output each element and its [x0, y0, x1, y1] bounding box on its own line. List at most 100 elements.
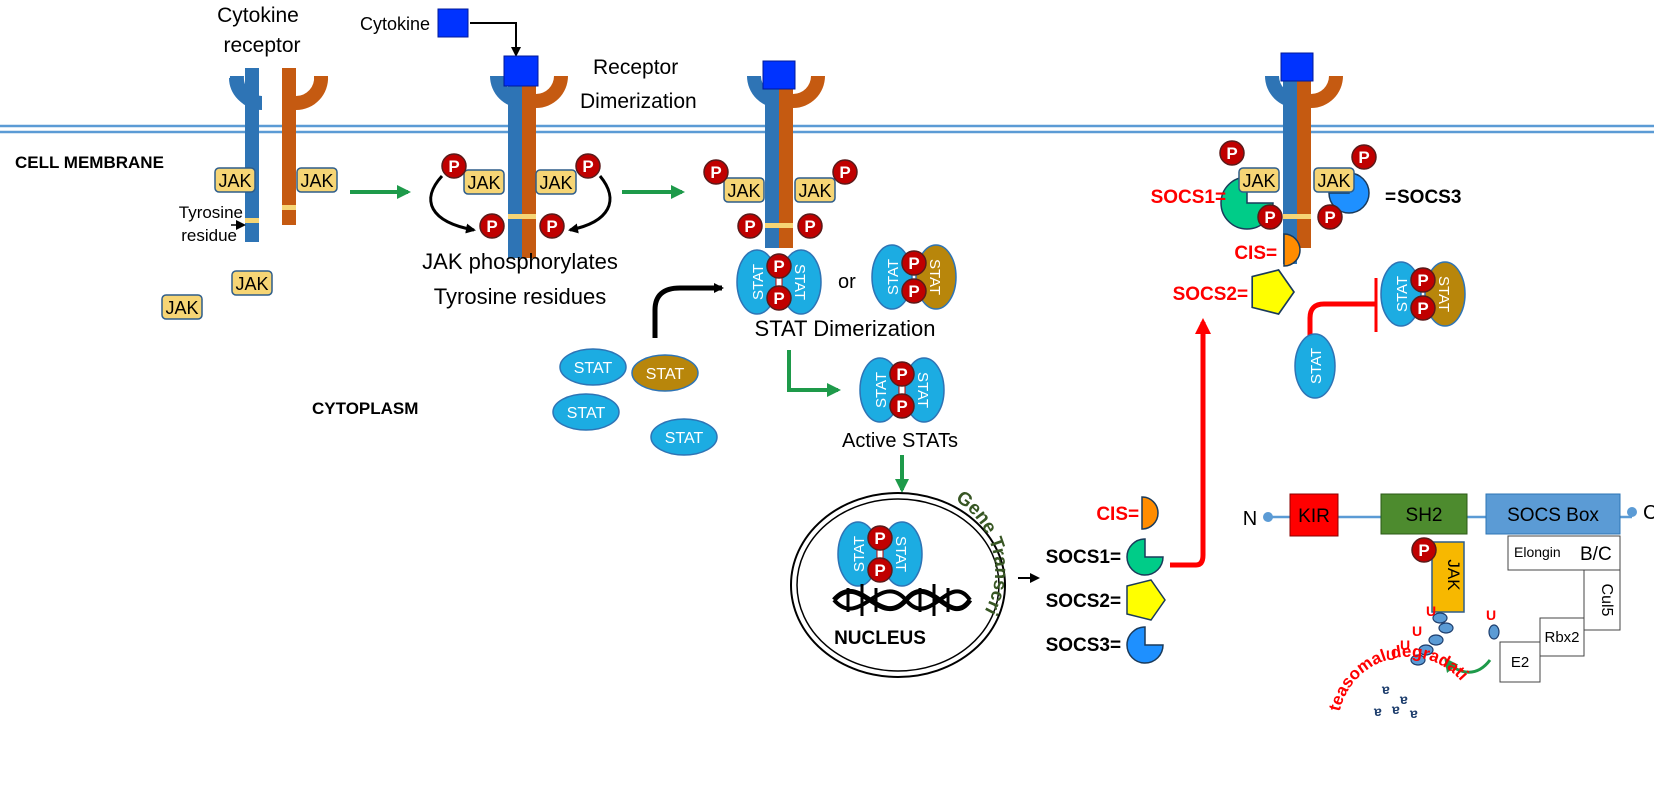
- socs3-shape-icon: [1328, 172, 1370, 214]
- ubiquitin-tag-icons: U U U U U: [1386, 603, 1496, 663]
- rbx2-box: Rbx2: [1539, 617, 1585, 657]
- svg-text:=: =: [1215, 187, 1226, 208]
- jak-icon: [1238, 167, 1280, 193]
- socs2-shape-icon: [1251, 269, 1296, 315]
- cytokine-receptor-label-2: receptor: [223, 34, 300, 57]
- phosphate-icon: [797, 213, 823, 239]
- dimerization-arrow: [652, 283, 724, 338]
- phosphorylation-arrow-left: [429, 174, 476, 234]
- svg-text:=: =: [1237, 284, 1248, 305]
- e2-box: E2: [1499, 641, 1541, 683]
- cytokine-binding-arrow: [470, 22, 521, 57]
- svg-text:U: U: [1400, 637, 1410, 653]
- dna-helix-icon: [832, 584, 973, 616]
- receptor-dimerization-label-2: Dimerization: [580, 90, 697, 113]
- elongin-box: Elongin B/C: [1507, 535, 1621, 571]
- socs1-label: SOCS1: [1046, 547, 1111, 568]
- phosphate-icon: [703, 159, 729, 185]
- svg-text:E2: E2: [1511, 654, 1529, 671]
- phosphate-icon: [1219, 140, 1245, 166]
- svg-text:ɐ: ɐ: [1409, 705, 1418, 721]
- stat-icon: [552, 393, 620, 431]
- svg-text:ɐ: ɐ: [1391, 701, 1400, 717]
- sh2-domain: SH2: [1380, 493, 1468, 535]
- svg-text:KIR: KIR: [1298, 506, 1330, 527]
- receptor-icon: [490, 68, 568, 258]
- jak-icon: [296, 167, 338, 193]
- nucleus: [790, 492, 1006, 678]
- svg-text:U: U: [1486, 607, 1496, 623]
- svg-text:=: =: [1128, 504, 1139, 525]
- stat-icon: [631, 354, 699, 392]
- svg-text:U: U: [1426, 603, 1436, 619]
- cytokine-label: Cytokine: [360, 14, 430, 34]
- socs2-shape-icon: [1126, 579, 1166, 621]
- ubiquitin-transfer-arrow: [1444, 657, 1492, 674]
- socs1-bound-label: SOCS1: [1151, 187, 1216, 208]
- cis-shape-icon: [1141, 496, 1159, 530]
- cis-bound-label: CIS: [1234, 243, 1266, 264]
- cytokine-square-icon: [503, 55, 539, 87]
- svg-text:Cul5: Cul5: [1598, 584, 1615, 617]
- svg-text:=: =: [1110, 547, 1121, 568]
- cytokine-receptor-label-1: Cytokine: [217, 4, 299, 27]
- svg-text:=: =: [1385, 187, 1396, 208]
- svg-text:ɐ: ɐ: [1399, 691, 1408, 707]
- jak-icon: [723, 177, 765, 203]
- tyrosine-label-1: Tyrosine: [179, 203, 243, 222]
- svg-text:U: U: [1386, 647, 1396, 663]
- stat-dimer-icon: [737, 250, 821, 314]
- ubiquitin-icon: [1410, 612, 1500, 666]
- svg-text:=: =: [1266, 243, 1277, 264]
- socs3-bound-label: SOCS3: [1397, 187, 1461, 208]
- jak-icon: JAK: [1431, 541, 1465, 613]
- socs3-label: SOCS3: [1046, 635, 1110, 656]
- phosphorylation-arrow-right: [568, 175, 612, 234]
- socs2-bound-label: SOCS2: [1173, 284, 1237, 305]
- phosphate-icon: [1351, 144, 1377, 170]
- phosphate-icon: [441, 153, 467, 179]
- cul5-box: Cul5: [1583, 569, 1621, 631]
- phosphate-icon: [539, 213, 565, 239]
- svg-text:Rbx2: Rbx2: [1544, 629, 1579, 646]
- jak-icon: [161, 294, 203, 320]
- nuclear-stat-dimer-icon: [838, 522, 922, 586]
- phosphate-icon: [1411, 537, 1437, 563]
- socs3-shape-icon: [1126, 626, 1164, 664]
- stat-icon: [1294, 333, 1336, 399]
- svg-text:U: U: [1412, 623, 1422, 639]
- jak-icon: [463, 169, 505, 195]
- stat-heterodimer-icon: [871, 244, 957, 310]
- c-terminus-dot: [1627, 507, 1637, 517]
- stat-icon: [650, 418, 718, 456]
- svg-text:SH2: SH2: [1406, 505, 1443, 526]
- stat-icon: [559, 348, 627, 386]
- jak-phosphorylates-label-1: JAK phosphorylates: [422, 249, 618, 274]
- jak-icon: [1313, 167, 1355, 193]
- jak-icon: [231, 270, 273, 296]
- svg-text:Elongin: Elongin: [1514, 544, 1561, 560]
- active-stats-label: Active STATs: [842, 430, 958, 452]
- phosphate-icon: [737, 213, 763, 239]
- cytokine-square-icon: [1280, 52, 1314, 82]
- n-terminus-dot: [1263, 512, 1273, 522]
- cell-membrane: [0, 124, 1654, 134]
- svg-text:ɐ: ɐ: [1381, 681, 1390, 697]
- jak-phosphorylates-label-2: Tyrosine residues: [434, 284, 606, 309]
- cytokine-square-icon: [437, 8, 469, 38]
- kir-domain: KIR: [1289, 493, 1339, 537]
- receptor-icon: [747, 68, 825, 248]
- socs1-shape-icon: [1126, 538, 1164, 576]
- phosphate-icon: [1317, 204, 1343, 230]
- activation-arrow: [787, 350, 841, 397]
- inhibited-stat-dimer-icon: [1380, 261, 1466, 327]
- phosphate-icon: [1257, 204, 1283, 230]
- socs2-label: SOCS2: [1046, 591, 1110, 612]
- c-terminus-label: C: [1643, 502, 1654, 524]
- stat-dimerization-label: STAT Dimerization: [755, 316, 936, 341]
- svg-text:JAK: JAK: [1444, 559, 1463, 591]
- socs-box-domain: SOCS Box: [1485, 493, 1621, 535]
- svg-text:=: =: [1110, 635, 1121, 656]
- receptor-icon: [1265, 68, 1343, 264]
